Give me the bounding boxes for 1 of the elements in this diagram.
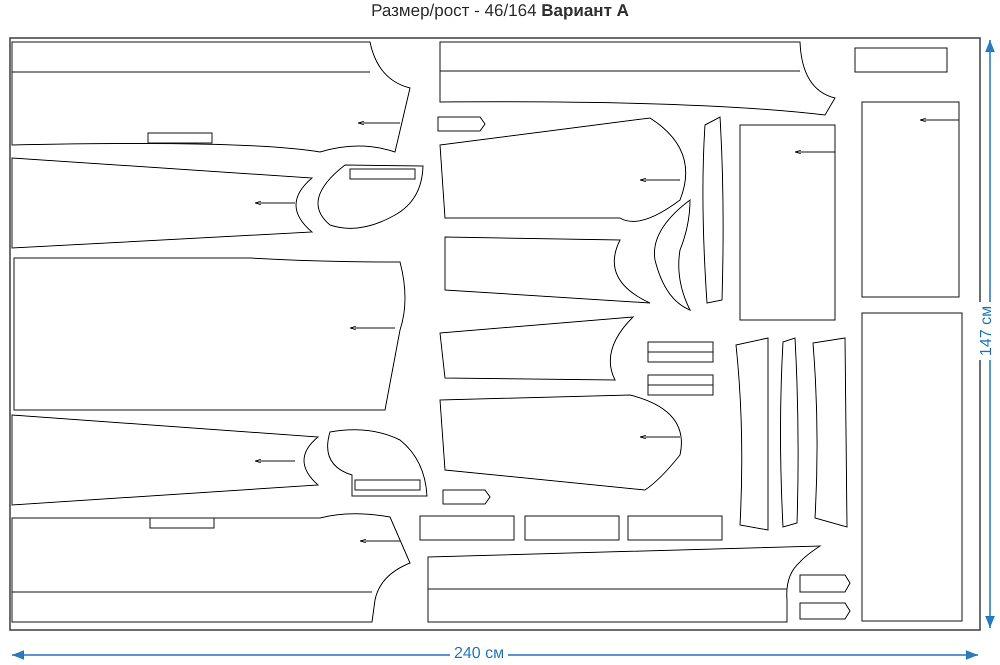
title: Размер/рост - 46/164 Вариант А (371, 1, 629, 20)
